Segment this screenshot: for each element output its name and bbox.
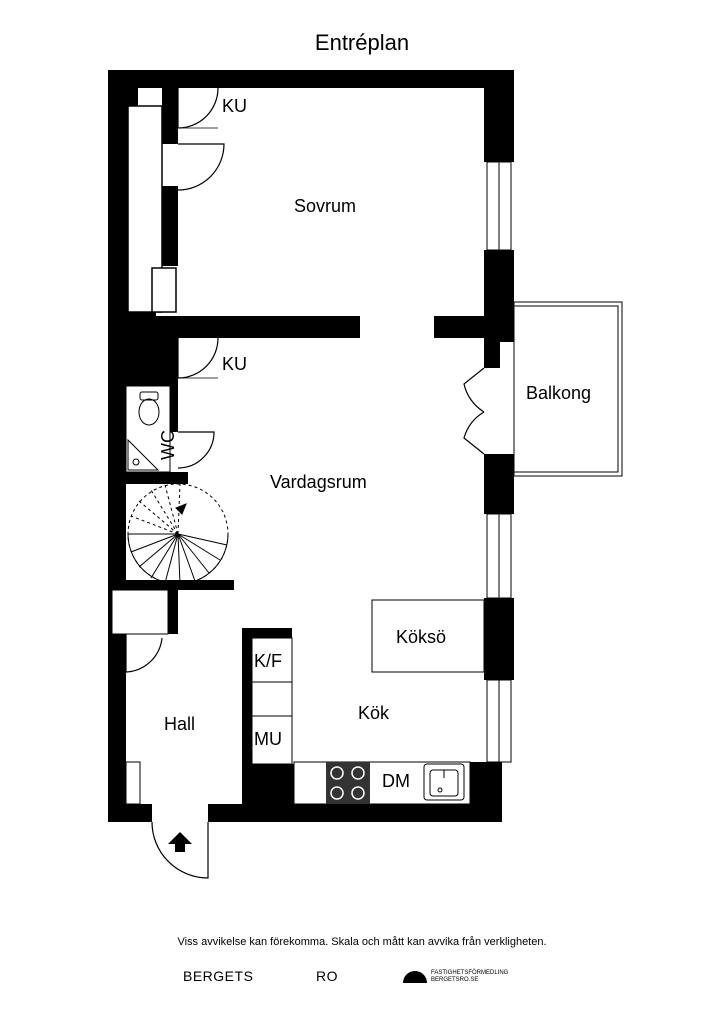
stair-arrow-icon xyxy=(175,503,187,515)
toilet-tank xyxy=(139,391,159,401)
logo-line-2: BERGETSRO.SE xyxy=(431,977,479,983)
balcony xyxy=(513,301,623,477)
label-hall: Hall xyxy=(164,714,195,734)
label-balkong: Balkong xyxy=(526,383,591,403)
spiral-stairs xyxy=(127,483,229,585)
label-ku-mid: KU xyxy=(222,354,247,374)
brand-left: BERGETS xyxy=(183,968,254,984)
door-ku-mid xyxy=(177,337,219,379)
cabinet-mu xyxy=(251,715,293,765)
label-koksoe: Köksö xyxy=(396,627,446,647)
label-vardagsrum: Vardagsrum xyxy=(270,472,367,492)
wall-stair-bottom xyxy=(108,580,234,590)
wall-bottom-left xyxy=(108,804,152,822)
hall-shelf xyxy=(125,761,141,805)
wall-right-door-top xyxy=(484,338,500,368)
kitchen-counter xyxy=(293,761,471,805)
wall-left-thick-1 xyxy=(126,106,128,312)
wall-sovrum-bottom-left xyxy=(126,316,360,338)
wc-fixtures xyxy=(125,385,171,473)
toilet-bowl xyxy=(138,398,160,426)
door-wc xyxy=(177,431,215,469)
brand-right: RO xyxy=(316,968,338,984)
wall-left xyxy=(108,70,126,822)
wall-right-4 xyxy=(484,598,514,680)
plan-title: Entréplan xyxy=(314,30,410,55)
label-sovrum: Sovrum xyxy=(294,196,356,216)
windows xyxy=(486,161,512,763)
wall-kitchen-right-bottom xyxy=(470,762,502,822)
door-ku-top xyxy=(177,87,219,129)
entrance-arrow-icon xyxy=(168,832,192,852)
cabinet-kf xyxy=(251,637,293,683)
label-kf: K/F xyxy=(254,651,282,671)
stove-burner-2 xyxy=(351,766,365,780)
stove-burner-3 xyxy=(330,786,344,800)
hall-details xyxy=(111,589,169,805)
label-wc: WC xyxy=(158,430,178,460)
wall-kf-top xyxy=(242,628,292,638)
stove-burner-1 xyxy=(330,766,344,780)
door-hall-closet xyxy=(125,634,163,673)
wall-wc-right xyxy=(170,386,178,432)
kitchen-cabinets xyxy=(251,637,293,765)
wall-kitchen-bottom xyxy=(242,764,294,822)
doors xyxy=(125,87,485,879)
label-mu: MU xyxy=(254,729,282,749)
wall-hall-closet-right xyxy=(168,590,178,634)
wall-wc-bottom xyxy=(108,472,188,484)
logo-line-1: FASTIGHETSFÖRMEDLING xyxy=(431,970,509,976)
door-balcony-left xyxy=(463,367,485,413)
door-sovrum xyxy=(177,143,225,191)
label-dm: DM xyxy=(382,771,410,791)
brand-logo-icon xyxy=(403,971,427,983)
door-entrance xyxy=(151,821,209,879)
sink-wc xyxy=(127,438,160,471)
wall-right-1 xyxy=(484,70,514,162)
wall-closet-top xyxy=(126,88,138,106)
disclaimer: Viss avvikelse kan förekomma. Skala och … xyxy=(177,936,547,948)
wall-top xyxy=(108,70,514,88)
wall-left-stair xyxy=(108,338,178,386)
cabinet-plain xyxy=(251,681,293,717)
wall-sovrum-left-top xyxy=(162,88,178,144)
wall-sovrum-bottom-right xyxy=(434,316,514,338)
stair-treads xyxy=(128,483,228,585)
kitchen-island xyxy=(371,599,485,673)
label-kok: Kök xyxy=(358,703,390,723)
door-balcony-right xyxy=(463,411,485,455)
stove-burner-4 xyxy=(351,786,365,800)
wall-right-3 xyxy=(484,454,514,514)
wall-sovrum-left-mid xyxy=(162,186,178,266)
label-ku-top: KU xyxy=(222,96,247,116)
wall-kf-left xyxy=(242,628,252,764)
kitchen-sink xyxy=(423,763,465,801)
closet-left xyxy=(127,105,177,313)
